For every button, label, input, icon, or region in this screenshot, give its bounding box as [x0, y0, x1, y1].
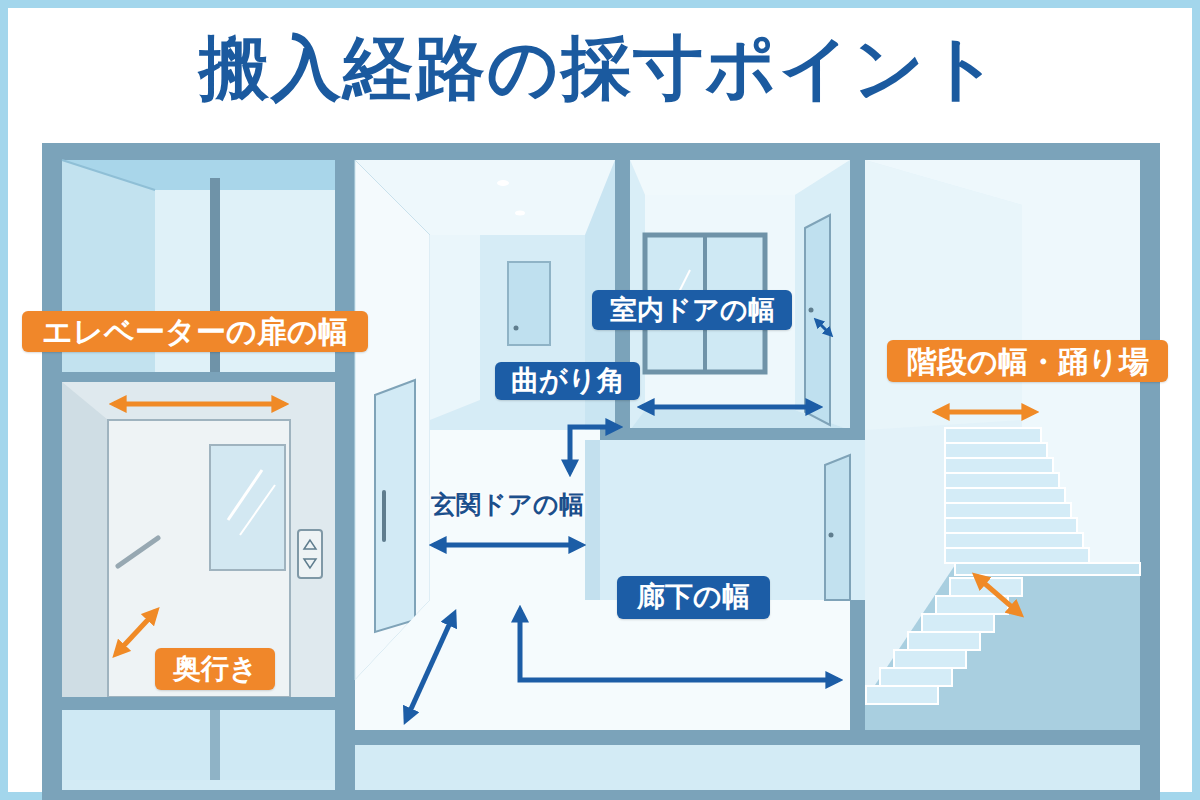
measure-tag: 階段の幅・踊り場 — [887, 340, 1168, 382]
room-door — [805, 215, 830, 425]
edge-line — [62, 160, 155, 190]
building-frame — [42, 143, 1160, 800]
stair-step — [945, 443, 1047, 458]
hall-door — [825, 455, 850, 600]
wall-edge — [585, 440, 600, 600]
stair-step — [880, 668, 952, 686]
stair-step — [936, 596, 1008, 614]
tag-text: 室内ドアの幅 — [610, 295, 775, 325]
dimension-arrow — [976, 576, 1020, 614]
cable-pole — [210, 710, 220, 780]
car-top — [62, 372, 335, 382]
side-wall — [430, 235, 480, 420]
stair-step — [922, 614, 994, 632]
stair-step — [945, 428, 1041, 443]
up-button — [304, 540, 316, 549]
stair-landing — [955, 563, 1140, 575]
left-wall — [355, 160, 430, 680]
stair-step — [945, 473, 1059, 488]
stair-step — [908, 632, 980, 650]
measure-tag: エレベーターの扉の幅 — [22, 311, 368, 352]
tag-text: エレベーターの扉の幅 — [42, 315, 348, 348]
door-knob — [829, 533, 834, 538]
tag-text: 階段の幅・踊り場 — [907, 345, 1149, 378]
dimension-arrow — [816, 320, 831, 335]
lower-floor — [355, 745, 1140, 790]
dimension-arrow — [570, 427, 618, 472]
glare — [240, 485, 275, 535]
car-side — [62, 382, 108, 697]
dimension-arrow — [114, 402, 284, 407]
stair-space — [865, 160, 1140, 730]
handrail — [118, 538, 158, 566]
door-knob — [809, 308, 814, 313]
elevator — [62, 160, 335, 780]
far-door — [508, 262, 550, 345]
dimension-arrow — [406, 614, 454, 720]
tag-text: 曲がり角 — [511, 366, 625, 397]
stair-wall — [865, 160, 1022, 430]
stair-step — [945, 533, 1083, 548]
stair-base — [865, 565, 1140, 730]
shaft-lower — [62, 710, 335, 780]
diagram-title: 搬入経路の採寸ポイント — [0, 22, 1200, 116]
stair-step — [945, 548, 1089, 563]
dimension-arrow — [116, 611, 156, 654]
entrance-door — [375, 380, 415, 632]
measure-tag: 奥行き — [155, 648, 275, 690]
ceiling-light — [497, 180, 509, 186]
stair-step — [945, 518, 1077, 533]
stair-step — [945, 488, 1065, 503]
down-button — [304, 559, 316, 568]
dimension-arrow — [520, 610, 838, 680]
stair-step — [945, 458, 1053, 473]
lower-floor — [62, 780, 335, 790]
measure-label: 玄関ドアの幅 — [425, 488, 590, 521]
stair-step — [866, 686, 938, 704]
far-wall — [430, 235, 585, 430]
dimension-arrow — [434, 543, 581, 548]
tag-text: 奥行き — [173, 654, 258, 685]
stair-step — [894, 650, 966, 668]
page-border — [4, 4, 1196, 796]
dimension-arrow — [642, 405, 818, 410]
measure-tag: 廊下の幅 — [617, 576, 770, 619]
ceiling-light — [515, 211, 525, 216]
car-body — [62, 382, 335, 697]
car-window — [210, 445, 285, 570]
stairwell — [865, 160, 1140, 730]
dimension-arrow — [937, 410, 1034, 415]
call-panel — [298, 530, 322, 578]
car-door — [108, 420, 290, 697]
stair-step — [945, 503, 1071, 518]
measure-tag: 室内ドアの幅 — [592, 290, 792, 330]
door-knob — [514, 326, 519, 331]
door-handle — [382, 492, 386, 540]
car-floor — [62, 697, 335, 710]
tag-text: 廊下の幅 — [637, 582, 750, 613]
measure-tag: 曲がり角 — [495, 362, 640, 400]
room-wall — [795, 160, 850, 430]
